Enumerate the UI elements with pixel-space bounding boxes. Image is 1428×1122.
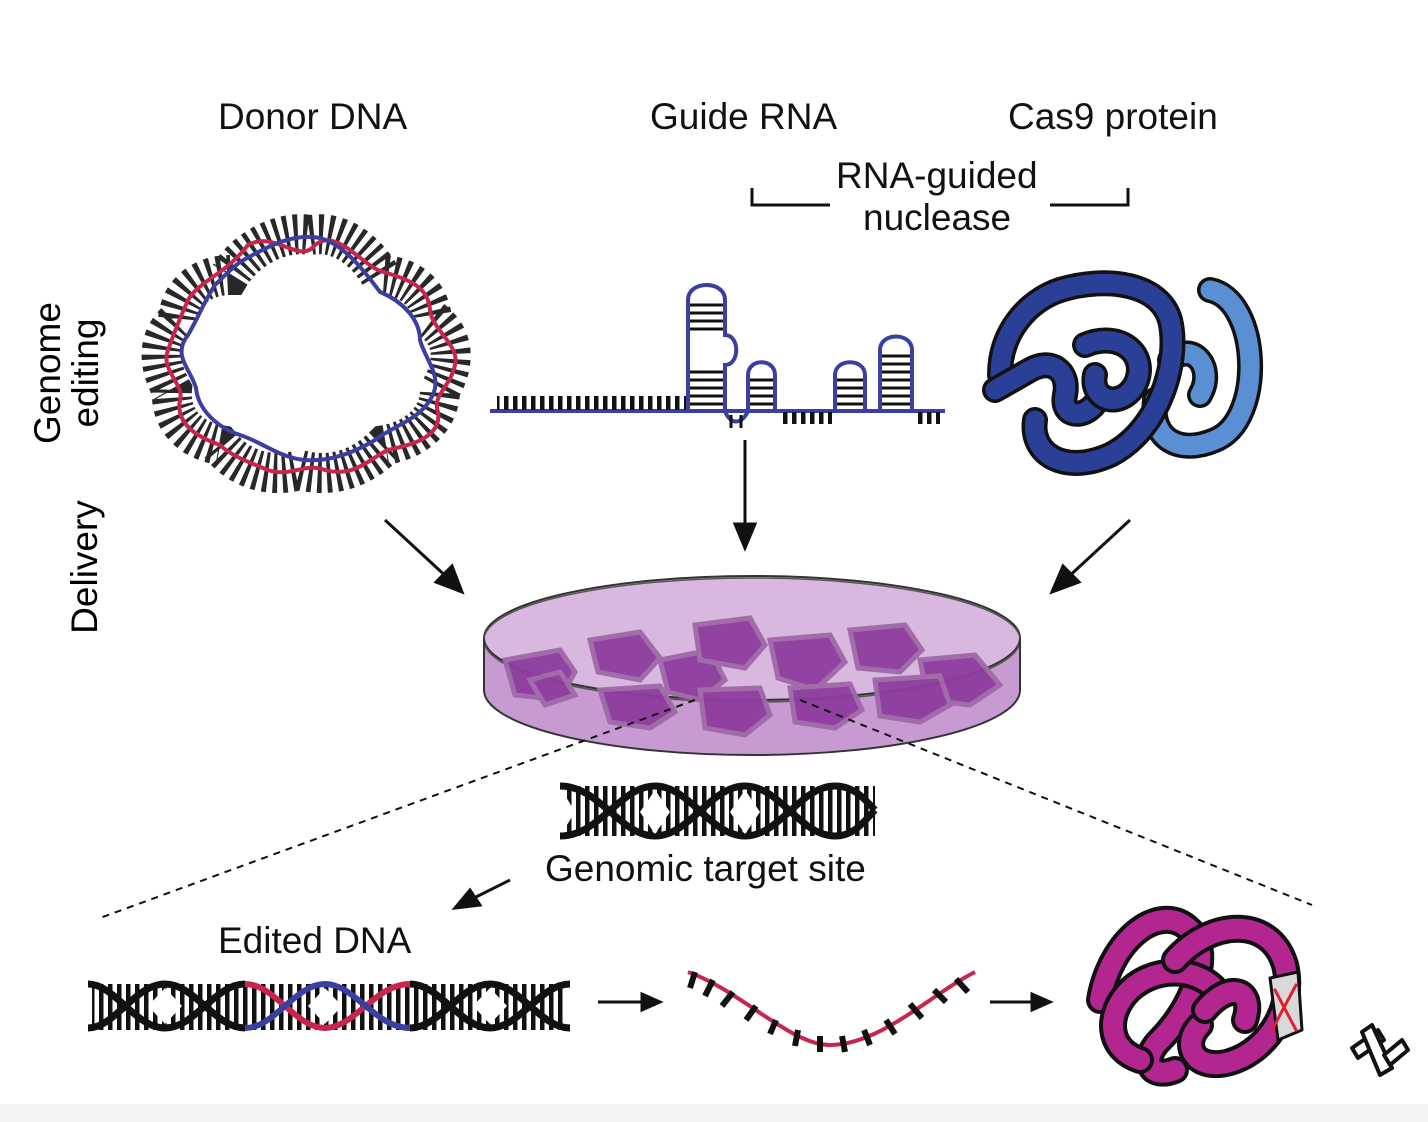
- plasmid-strand-red: [164, 238, 458, 475]
- label-cas9-protein: Cas9 protein: [1008, 96, 1218, 137]
- nuclease-bracket: [750, 188, 1130, 207]
- label-nuclease: nuclease: [863, 197, 1012, 238]
- label-donor-dna: Donor DNA: [218, 96, 408, 137]
- plasmid-strand-blue: [179, 234, 438, 463]
- delivery-arrows: [383, 440, 1132, 595]
- label-delivery: Delivery: [64, 500, 105, 634]
- label-edited-dna: Edited DNA: [218, 920, 412, 961]
- edited-dna-icon: [87, 980, 571, 1032]
- grna-rungs-left: [497, 396, 687, 410]
- cas9-protein-icon: [982, 270, 1264, 476]
- genomic-target-dna-icon: [559, 782, 878, 840]
- guide-rna-icon: [490, 283, 945, 428]
- cells: [501, 615, 1004, 738]
- label-genome-editing: Genome editing: [27, 288, 106, 458]
- plasmid-white-core: [214, 285, 395, 433]
- edit-arrow: [451, 878, 511, 910]
- label-genome: Genome: [27, 302, 68, 444]
- mrna-icon: [687, 970, 976, 1053]
- donor-dna-plasmid-icon: [141, 214, 471, 493]
- edited-protein-icon: [1086, 905, 1304, 1087]
- label-genomic-target-site: Genomic target site: [545, 848, 866, 889]
- bottom-strip: [0, 1104, 1428, 1122]
- label-rna-guided: RNA-guided: [836, 155, 1038, 196]
- antibody-icon: [1350, 1023, 1410, 1077]
- process-arrows: [598, 991, 1054, 1013]
- x-mark-icon: [1270, 983, 1298, 1032]
- petri-dish-icon: [483, 575, 1021, 756]
- label-guide-rna: Guide RNA: [650, 96, 838, 137]
- label-editing: editing: [65, 318, 106, 428]
- zoom-lines: [99, 699, 1313, 919]
